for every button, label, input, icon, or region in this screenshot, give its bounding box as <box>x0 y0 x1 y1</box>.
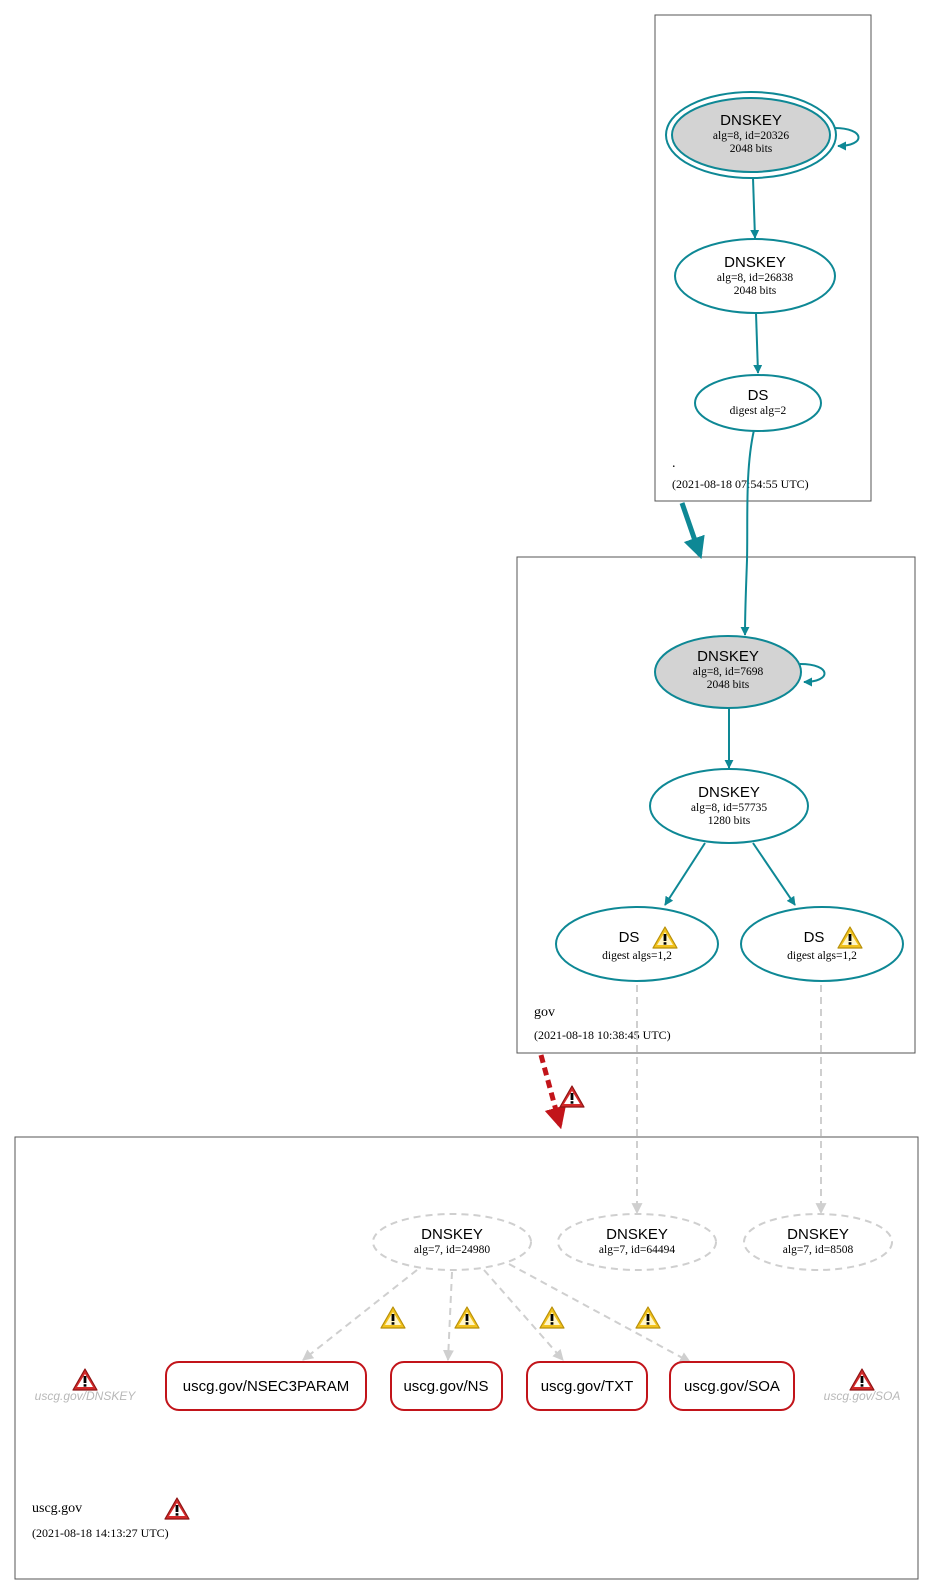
node-gov-ds-title: DS <box>748 387 769 404</box>
rrset-nsec3param[interactable]: uscg.gov/NSEC3PARAM <box>165 1361 367 1411</box>
ghost-dnskey[interactable]: uscg.gov/DNSKEY <box>35 1368 137 1403</box>
node-gov-ds-line1: digest alg=2 <box>730 405 787 417</box>
delegation-root-gov <box>679 502 705 560</box>
zone-uscg-label: uscg.gov <box>32 1501 82 1516</box>
zone-root-date: (2021-08-18 07:54:55 UTC) <box>672 477 809 491</box>
rrset-txt[interactable]: uscg.gov/TXT <box>526 1361 648 1411</box>
edge-root-zsk-ds <box>753 312 763 374</box>
rrset-txt-label: uscg.gov/TXT <box>541 1378 634 1395</box>
node-uscg-key-64494-title: DNSKEY <box>606 1226 668 1243</box>
node-gov-zsk[interactable]: DNSKEY alg=8, id=57735 1280 bits <box>649 768 809 844</box>
delegation-error-icon <box>559 1085 585 1108</box>
edge-root-ksk-zsk <box>750 177 760 239</box>
zone-uscg: uscg.gov (2021-08-18 14:13:27 UTC) <box>14 1136 919 1580</box>
node-gov-zsk-title: DNSKEY <box>698 784 760 801</box>
ghost-soa-label: uscg.gov/SOA <box>824 1389 901 1403</box>
node-uscg-key-24980-title: DNSKEY <box>421 1226 483 1243</box>
node-gov-ksk-line1: alg=8, id=7698 <box>693 666 764 678</box>
edge-ds-gov-ksk <box>740 429 755 636</box>
zone-uscg-error-icon <box>164 1497 190 1520</box>
zone-root-label: . <box>672 456 676 471</box>
node-uscg-ds-1-title: DS <box>619 929 640 946</box>
rrsig-ns-warning-icon <box>454 1306 480 1329</box>
rrset-soa[interactable]: uscg.gov/SOA <box>669 1361 795 1411</box>
rrset-ns[interactable]: uscg.gov/NS <box>390 1361 503 1411</box>
node-gov-ksk-title: DNSKEY <box>697 648 759 665</box>
rrsig-nsec3param-warning-icon <box>380 1306 406 1329</box>
node-uscg-key-8508-line1: alg=7, id=8508 <box>783 1244 854 1256</box>
ghost-dnskey-label: uscg.gov/DNSKEY <box>35 1389 137 1403</box>
ghost-soa[interactable]: uscg.gov/SOA <box>824 1368 901 1403</box>
zone-root: . (2021-08-18 07:54:55 UTC) <box>654 14 872 502</box>
edge-key-ns <box>442 1271 454 1362</box>
rrsig-txt-warning-icon <box>539 1306 565 1329</box>
node-gov-zsk-line1: alg=8, id=57735 <box>691 802 767 814</box>
node-uscg-key-8508[interactable]: DNSKEY alg=7, id=8508 <box>743 1213 893 1271</box>
node-root-zsk-line1: alg=8, id=26838 <box>717 272 793 284</box>
node-uscg-ds-2-title: DS <box>804 929 825 946</box>
gov-ksk-self-loop <box>799 663 826 687</box>
node-gov-ksk[interactable]: DNSKEY alg=8, id=7698 2048 bits <box>654 635 802 709</box>
edge-key-nsec3param <box>302 1269 418 1361</box>
edges <box>302 127 860 1363</box>
node-uscg-ds-1-line1: digest algs=1,2 <box>602 950 672 962</box>
delegation-gov-uscg <box>538 1054 567 1130</box>
node-root-zsk[interactable]: DNSKEY alg=8, id=26838 2048 bits <box>674 238 836 314</box>
edge-gov-zsk-ds1 <box>664 842 706 906</box>
node-uscg-key-24980-line1: alg=7, id=24980 <box>414 1244 490 1256</box>
node-gov-ksk-line2: 2048 bits <box>707 679 750 691</box>
edge-key-txt <box>483 1269 564 1361</box>
node-uscg-ds-2[interactable]: DS digest algs=1,2 <box>740 906 904 982</box>
node-uscg-key-64494-line1: alg=7, id=64494 <box>599 1244 675 1256</box>
node-root-ksk-title: DNSKEY <box>720 112 782 129</box>
zone-gov-date: (2021-08-18 10:38:45 UTC) <box>534 1028 671 1042</box>
rrset-ns-label: uscg.gov/NS <box>403 1378 488 1395</box>
root-ksk-self-loop <box>833 127 860 151</box>
node-root-ksk-line2: 2048 bits <box>730 143 773 155</box>
node-uscg-key-24980[interactable]: DNSKEY alg=7, id=24980 <box>372 1213 532 1271</box>
ghost-dnskey-error-icon <box>72 1368 98 1391</box>
edge-gov-zsk-ds2 <box>752 842 796 906</box>
node-gov-ds[interactable]: DS digest alg=2 <box>694 374 822 432</box>
zone-gov-label: gov <box>534 1005 555 1020</box>
node-uscg-ds-1[interactable]: DS digest algs=1,2 <box>555 906 719 982</box>
zone-uscg-date: (2021-08-18 14:13:27 UTC) <box>32 1526 169 1540</box>
node-root-zsk-title: DNSKEY <box>724 254 786 271</box>
rrsig-soa-warning-icon <box>635 1306 661 1329</box>
ghost-soa-error-icon <box>849 1368 875 1391</box>
node-root-zsk-line2: 2048 bits <box>734 285 777 297</box>
node-root-ksk[interactable]: DNSKEY alg=8, id=20326 2048 bits <box>665 91 837 179</box>
node-gov-zsk-line2: 1280 bits <box>708 815 751 827</box>
node-root-ksk-line1: alg=8, id=20326 <box>713 130 789 142</box>
rrset-soa-label: uscg.gov/SOA <box>684 1378 780 1395</box>
node-uscg-ds-2-line1: digest algs=1,2 <box>787 950 857 962</box>
node-uscg-key-8508-title: DNSKEY <box>787 1226 849 1243</box>
node-uscg-key-64494[interactable]: DNSKEY alg=7, id=64494 <box>557 1213 717 1271</box>
edge-key-soa <box>508 1263 691 1363</box>
rrset-nsec3param-label: uscg.gov/NSEC3PARAM <box>183 1378 349 1395</box>
